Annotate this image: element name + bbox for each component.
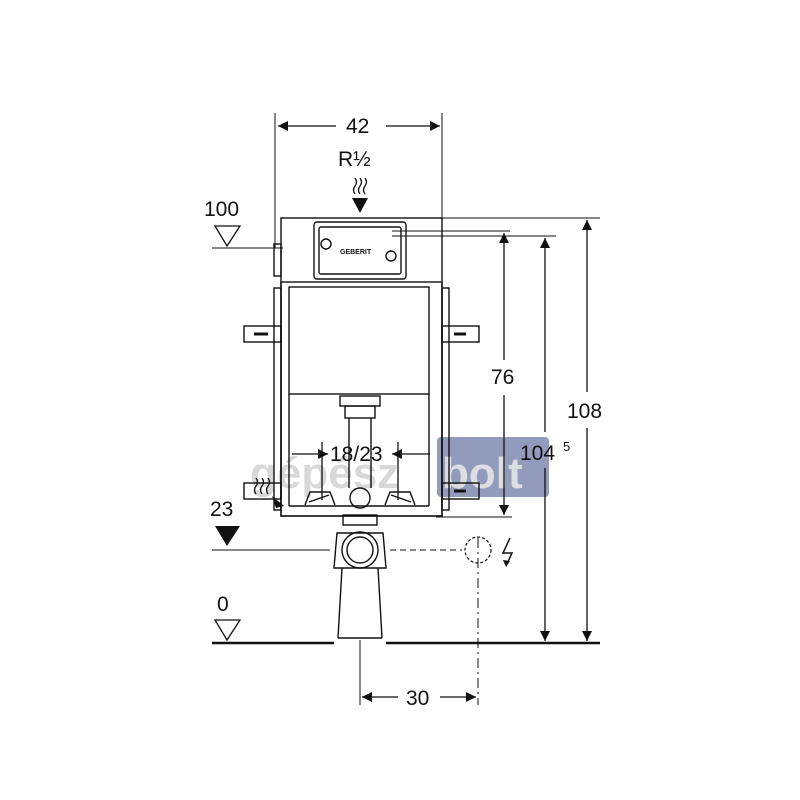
watermark-box [437, 437, 549, 497]
floor-level-label: 0 [217, 593, 229, 616]
level-marker-drain [215, 526, 240, 546]
actuator-height-dimension: 76 [491, 366, 514, 389]
power-outlet-icon [464, 536, 514, 567]
installation-frame [273, 217, 450, 517]
width-dimension: 42 [346, 115, 369, 138]
drain-wave-icon [253, 477, 284, 508]
drain-level-label: 23 [210, 498, 233, 521]
dimension-lines [278, 121, 592, 702]
brand-label: GEBERIT [340, 249, 372, 256]
top-level-label: 100 [204, 198, 239, 221]
supply-label: R½ [338, 148, 371, 171]
extension-lines [212, 113, 600, 705]
level-marker-top [213, 225, 242, 248]
water-supply-icon [352, 177, 368, 213]
flush-plate: GEBERIT [320, 238, 397, 262]
mid-height-superscript: 5 [563, 439, 570, 454]
power-offset-dimension: 30 [406, 687, 429, 710]
level-marker-floor [213, 619, 242, 642]
drain-spacing-dimension: 18/23 [330, 443, 383, 466]
drain-pipe [333, 514, 387, 639]
mid-height-dimension: 104 [520, 442, 555, 465]
wall-brackets [243, 325, 480, 500]
total-height-dimension: 108 [567, 400, 602, 423]
internal-pipework [304, 395, 416, 509]
